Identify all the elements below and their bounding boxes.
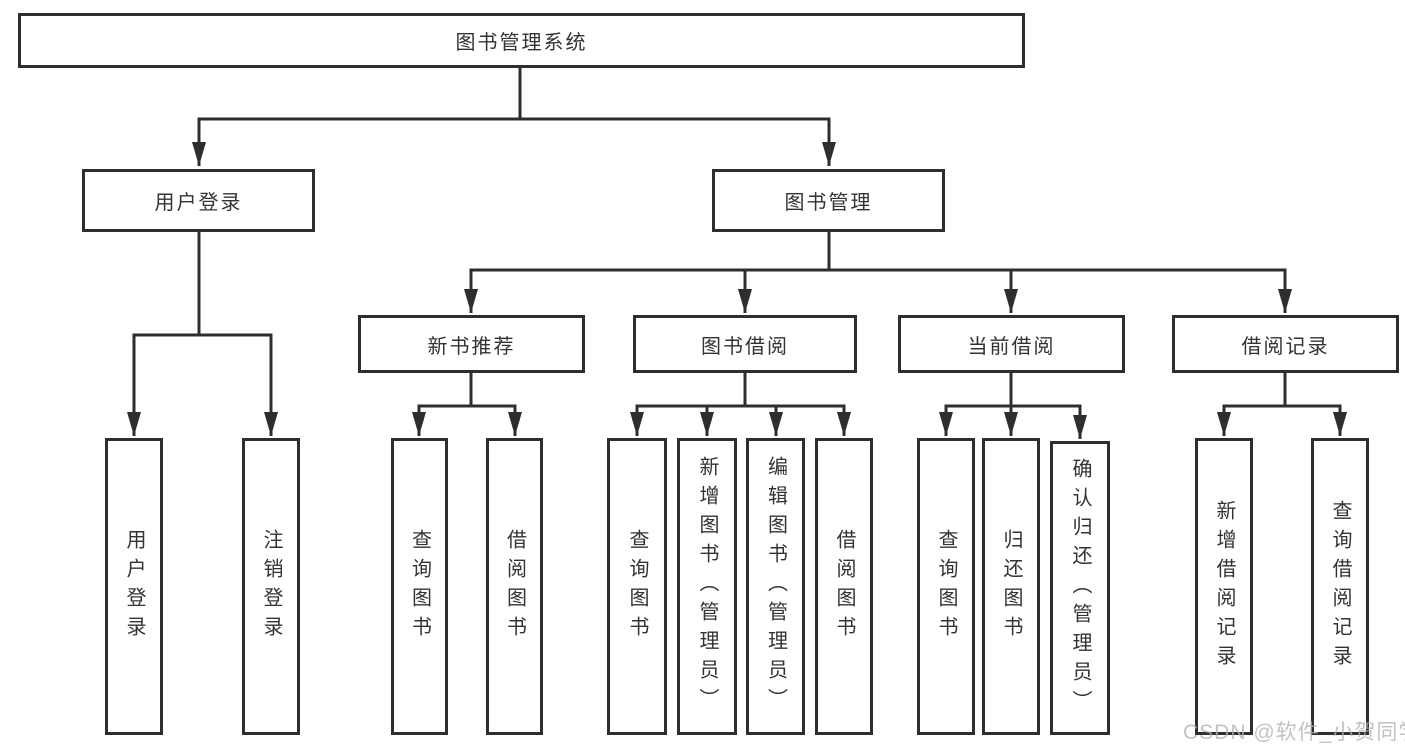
leaf-query-borrow-record: 查询借阅记录	[1311, 438, 1369, 735]
node-new-book-recommendation: 新书推荐	[358, 315, 585, 373]
leaf-add-borrow-record: 新增借阅记录	[1195, 438, 1253, 735]
leaf-query-books-borrow: 查询图书	[607, 438, 667, 735]
connector-management-to-level3	[464, 232, 1292, 313]
leaf-logout: 注销登录	[242, 438, 300, 735]
node-borrowing-records: 借阅记录	[1172, 315, 1399, 373]
leaf-borrow-books-recommend: 借阅图书	[486, 438, 543, 735]
connector-records-to-leaves	[1217, 373, 1347, 436]
leaf-add-book-admin: 新增图书（管理员）	[677, 438, 737, 735]
node-user-login-label: 用户登录	[154, 192, 243, 214]
node-current-borrowing-label: 当前借阅	[967, 335, 1056, 358]
leaf-return-book: 归还图书	[982, 438, 1040, 735]
connector-newbook-to-leaves	[412, 373, 522, 436]
leaf-confirm-return-admin-label: 确认归还（管理员）	[1069, 457, 1091, 719]
leaf-borrow-books-recommend-label: 借阅图书	[503, 528, 526, 645]
leaf-query-books-current: 查询图书	[917, 438, 975, 735]
node-library-system-label: 图书管理系统	[455, 32, 588, 54]
connector-current-to-leaves	[939, 373, 1087, 439]
leaf-edit-book-admin: 编辑图书（管理员）	[746, 438, 805, 735]
leaf-query-borrow-record-label: 查询借阅记录	[1329, 499, 1351, 674]
leaf-add-borrow-record-label: 新增借阅记录	[1213, 499, 1235, 674]
leaf-user-login: 用户登录	[105, 438, 163, 735]
leaf-edit-book-admin-label: 编辑图书（管理员）	[764, 456, 787, 717]
leaf-user-login-label: 用户登录	[123, 528, 145, 645]
node-book-borrowing-label: 图书借阅	[701, 335, 789, 358]
connector-borrow-to-leaves	[630, 373, 851, 436]
leaf-query-books-recommend-label: 查询图书	[408, 528, 431, 645]
leaf-query-books-borrow-label: 查询图书	[626, 528, 648, 645]
node-user-login: 用户登录	[82, 169, 315, 232]
node-current-borrowing: 当前借阅	[898, 315, 1125, 373]
leaf-query-books-recommend: 查询图书	[391, 438, 448, 735]
leaf-return-book-label: 归还图书	[1000, 528, 1022, 645]
node-book-management: 图书管理	[712, 169, 945, 232]
leaf-logout-label: 注销登录	[260, 528, 282, 645]
leaf-query-books-current-label: 查询图书	[935, 528, 957, 645]
node-new-book-recommendation-label: 新书推荐	[427, 335, 516, 358]
leaf-add-book-admin-label: 新增图书（管理员）	[696, 456, 718, 717]
csdn-watermark: CSDN @软件_小贺同学	[1183, 721, 1405, 744]
leaf-borrow-book: 借阅图书	[815, 438, 873, 735]
node-borrowing-records-label: 借阅记录	[1241, 335, 1330, 358]
node-library-system: 图书管理系统	[18, 13, 1025, 68]
node-book-management-label: 图书管理	[784, 192, 873, 214]
node-book-borrowing: 图书借阅	[633, 315, 857, 373]
connector-root-to-level2	[192, 68, 836, 166]
leaf-confirm-return-admin: 确认归还（管理员）	[1050, 441, 1110, 735]
connector-login-to-leaves	[127, 232, 278, 436]
leaf-borrow-book-label: 借阅图书	[833, 528, 855, 645]
